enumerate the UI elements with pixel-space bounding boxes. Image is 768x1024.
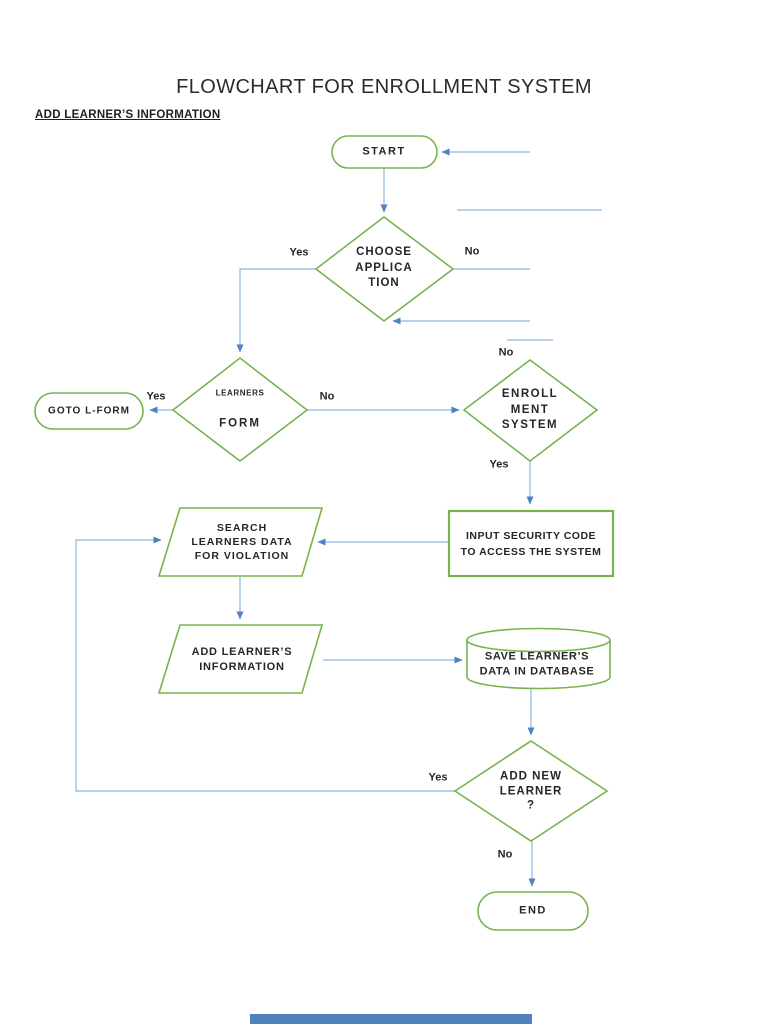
edge-label-add-new-yes: Yes — [428, 771, 448, 784]
node-start-label: START — [362, 145, 406, 158]
next-page-edge — [250, 1014, 532, 1024]
page-title: FLOWCHART FOR ENROLLMENT SYSTEM — [176, 76, 592, 98]
node-learners-form-label: LEARNERS FORM — [216, 369, 265, 447]
database-cylinder-top — [466, 627, 611, 653]
node-save-database-shape — [466, 627, 611, 690]
edge-label-add-new-no: No — [497, 848, 513, 861]
edge-label-enrollment-no: No — [498, 346, 514, 359]
node-learners-form-label-bottom: FORM — [219, 416, 261, 429]
node-goto-l-form-label: GOTO L-FORM — [48, 405, 130, 417]
edge-label-learners-no: No — [319, 390, 335, 403]
node-goto-l-form-shape — [34, 392, 144, 430]
database-cylinder-body — [466, 640, 611, 690]
node-save-database-label: SAVE LEARNER’S DATA IN DATABASE — [479, 650, 595, 678]
edge-choose-yes — [236, 268, 316, 353]
node-start-shape — [331, 135, 438, 169]
edge-label-learners-yes: Yes — [146, 390, 166, 403]
node-input-security-code-label: INPUT SECURITY CODE TO ACCESS THE SYSTEM — [460, 530, 602, 558]
node-enrollment-system-shape — [462, 358, 599, 463]
edge-addnew-yes-feedback — [75, 536, 455, 792]
edge-label-choose-yes: Yes — [289, 246, 309, 259]
node-search-learners-data-label: SEARCH LEARNERS DATA FOR VIOLATION — [191, 522, 293, 562]
node-learners-form-shape — [171, 356, 309, 463]
node-enrollment-system-label: ENROLL MENT SYSTEM — [501, 387, 559, 431]
page-subtitle: ADD LEARNER’S INFORMATION — [35, 109, 221, 121]
node-add-learners-information-label: ADD LEARNER’S INFORMATION — [191, 646, 293, 673]
node-input-security-code-shape — [447, 509, 615, 578]
node-end-shape — [477, 891, 589, 931]
node-learners-form-label-top: LEARNERS — [215, 387, 265, 397]
node-add-new-learner-label: ADD NEW LEARNER ? — [499, 770, 563, 812]
edge-label-enrollment-yes: Yes — [489, 458, 509, 471]
node-choose-application-shape — [314, 215, 455, 323]
node-add-learners-information-shape — [157, 624, 324, 694]
node-end-label: END — [519, 904, 547, 917]
node-choose-application-label: CHOOSE APPLICA TION — [355, 245, 413, 289]
node-add-new-learner-shape — [453, 740, 609, 842]
node-search-learners-data-shape — [157, 507, 324, 577]
edge-label-choose-no: No — [464, 245, 480, 258]
